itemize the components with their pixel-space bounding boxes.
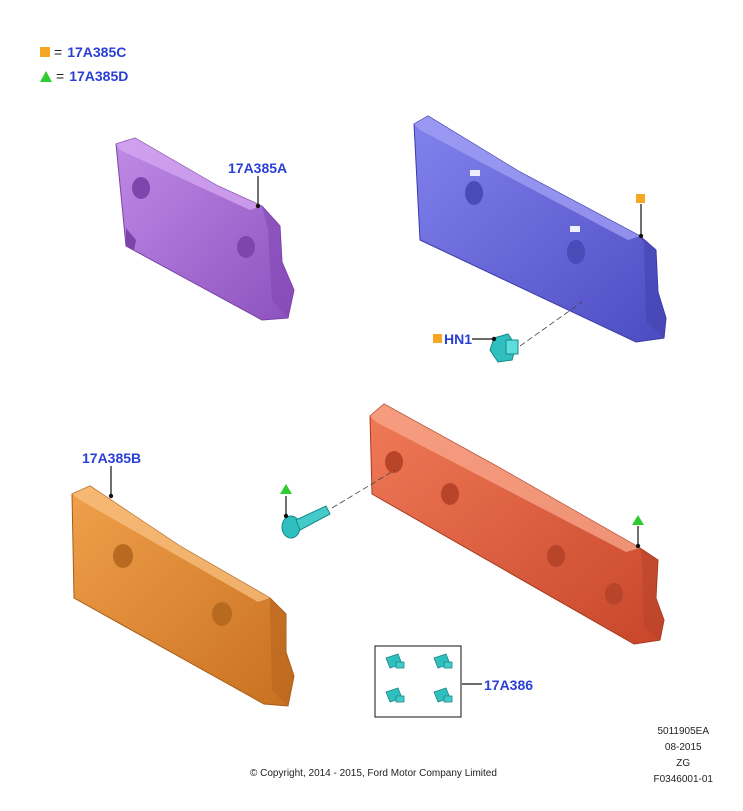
leader-dot	[491, 336, 497, 342]
screw-kit-bolt	[385, 687, 405, 703]
bracket-17a385c	[413, 115, 667, 343]
part-label-17a385a: 17A385A	[228, 160, 288, 176]
figure-number: F0346001-01	[653, 774, 714, 785]
doc-code: ZG	[676, 758, 691, 769]
screw-kit-frame	[374, 645, 462, 718]
square-marker-icon	[433, 334, 442, 343]
bracket-17a385a	[115, 137, 295, 321]
leader-dot	[638, 233, 644, 239]
legend-equals: =	[56, 68, 65, 84]
triangle-marker-icon	[280, 484, 292, 494]
copyright-text: © Copyright, 2014 - 2015, Ford Motor Com…	[250, 768, 497, 779]
bracket-17a386-plate	[369, 403, 665, 645]
part-label-17a385b: 17A385B	[82, 450, 142, 466]
leader-dot	[635, 543, 641, 549]
square-marker-icon	[636, 194, 645, 203]
screw-kit-bolt	[433, 687, 453, 703]
triangle-marker-icon	[40, 70, 52, 82]
doc-number: 5011905EA	[657, 726, 710, 737]
doc-date: 08-2015	[664, 742, 702, 753]
screw-kit-17a386	[374, 645, 462, 718]
document-meta: 5011905EA 08-2015 ZG F0346001-01	[654, 724, 714, 788]
leader-dot	[255, 203, 261, 209]
nut-hn1	[489, 301, 583, 363]
square-marker-icon	[40, 47, 50, 57]
legend-equals: =	[54, 44, 63, 60]
screw-kit-bolt	[433, 653, 453, 669]
leader-dot	[108, 493, 114, 499]
legend-code: 17A385C	[67, 44, 127, 60]
part-label-17a386: 17A386	[484, 677, 534, 693]
screw-kit-bolt	[385, 653, 405, 669]
leader-dot	[283, 513, 289, 519]
bracket-17a385b	[71, 485, 295, 707]
screw-17a385d	[281, 469, 396, 539]
part-label-hn1: HN1	[444, 331, 473, 347]
triangle-marker-icon	[632, 515, 644, 525]
nut-centerline	[519, 301, 583, 347]
legend-row-17a385c: = 17A385C	[40, 40, 128, 64]
legend-code: 17A385D	[69, 68, 129, 84]
screw-centerline	[331, 469, 396, 509]
legend-row-17a385d: = 17A385D	[40, 64, 128, 88]
legend: = 17A385C = 17A385D	[40, 40, 128, 88]
